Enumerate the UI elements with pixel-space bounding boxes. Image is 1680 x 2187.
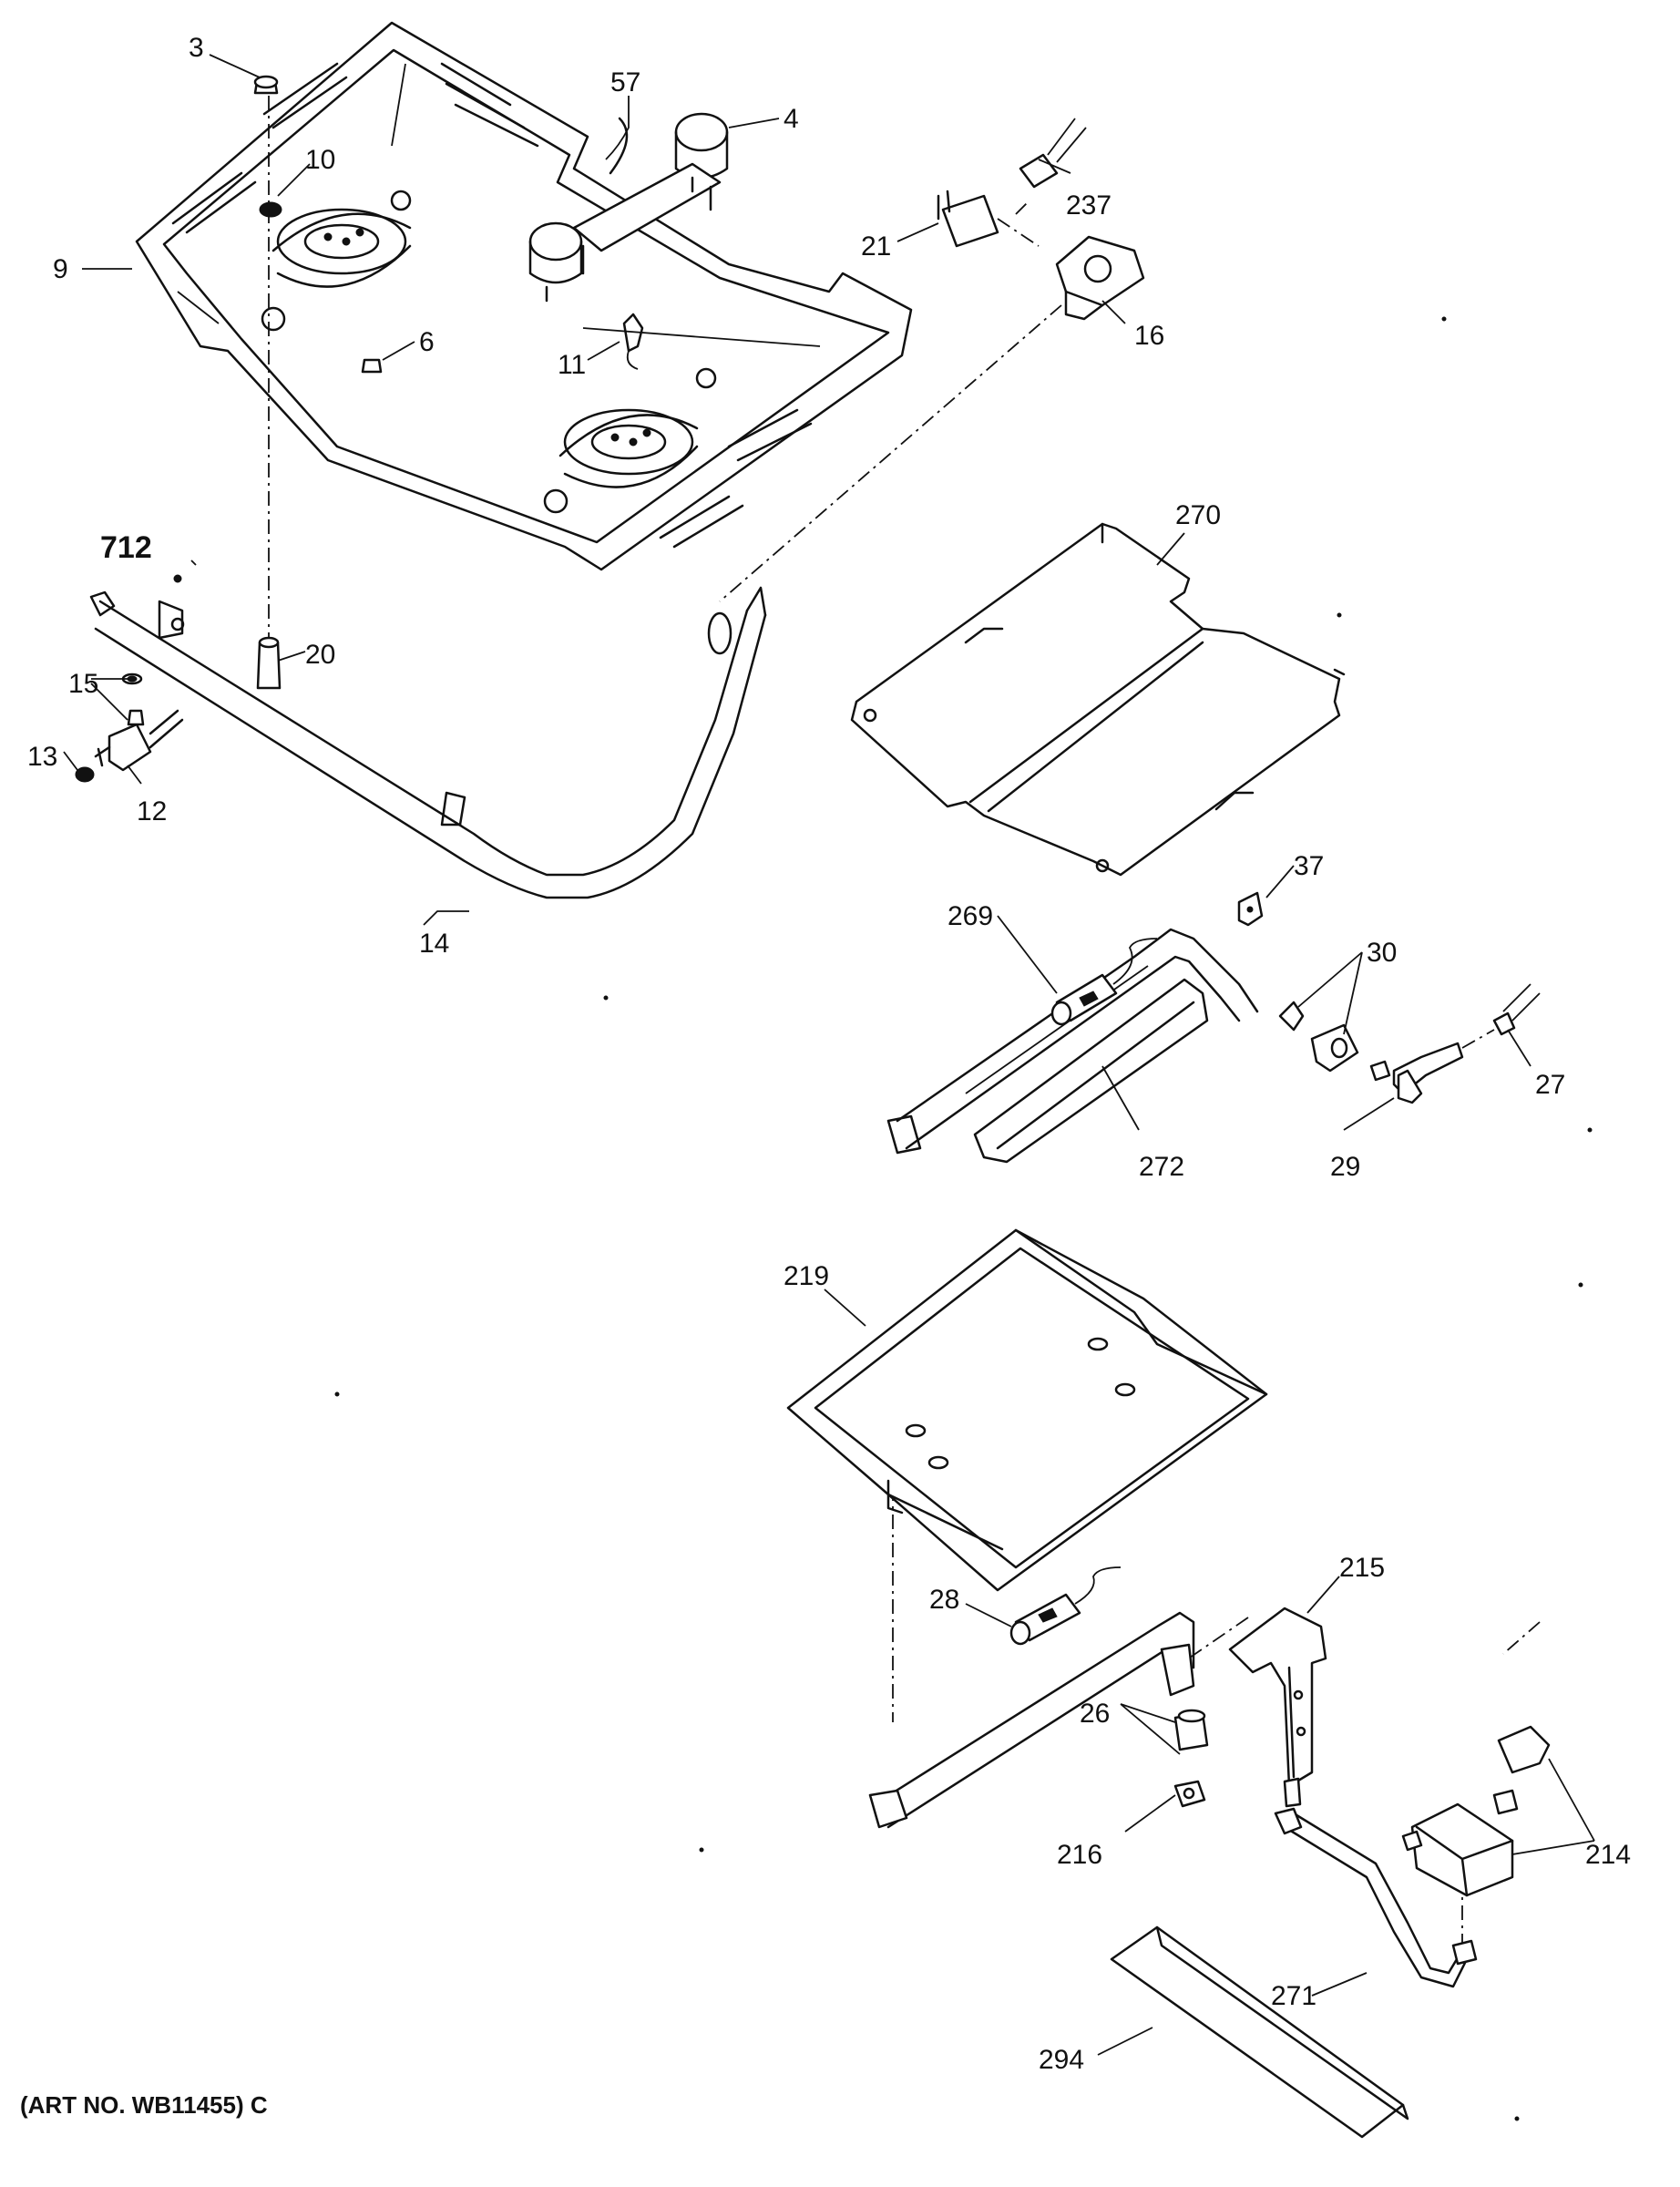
igniter-assembly [528, 112, 729, 303]
label-3: 3 [189, 33, 204, 63]
label-12: 12 [137, 796, 167, 827]
label-14: 14 [419, 929, 449, 959]
label-57: 57 [610, 67, 640, 98]
burner-tray [135, 21, 913, 571]
valve-and-fittings [937, 118, 1145, 321]
label-9: 9 [53, 254, 68, 284]
manifold-pipe [75, 574, 767, 899]
label-27: 27 [1535, 1070, 1565, 1100]
label-269: 269 [948, 901, 993, 931]
art-number-caption: (ART NO. WB11455) C [20, 2091, 268, 2119]
label-28: 28 [929, 1585, 959, 1615]
specks [334, 316, 1593, 2121]
label-237: 237 [1066, 190, 1111, 221]
leader-lines [63, 54, 1595, 2056]
label-30: 30 [1367, 938, 1397, 968]
broiler-pan [786, 1228, 1268, 1592]
label-271: 271 [1271, 1981, 1316, 2011]
broil-burner-assembly [868, 1566, 1327, 1829]
heat-shield-plate [850, 522, 1346, 877]
label-15: 15 [68, 669, 98, 699]
label-13: 13 [27, 742, 57, 772]
label-219: 219 [784, 1261, 829, 1291]
label-6: 6 [419, 327, 435, 357]
label-214: 214 [1585, 1840, 1631, 1870]
label-21: 21 [861, 231, 891, 262]
label-216: 216 [1057, 1840, 1102, 1870]
label-10: 10 [305, 145, 335, 175]
label-272: 272 [1139, 1152, 1184, 1182]
label-215: 215 [1339, 1553, 1385, 1583]
assembly-lines [268, 96, 1541, 1946]
part-labels: 3 57 4 10 9 237 21 16 6 11 712 20 15 13 … [27, 33, 1631, 2075]
label-29: 29 [1330, 1152, 1360, 1182]
label-294: 294 [1039, 2045, 1084, 2075]
valve-tube-shield [1110, 1725, 1551, 2139]
label-26: 26 [1080, 1699, 1110, 1729]
label-16: 16 [1134, 321, 1164, 351]
oven-burner-assembly [886, 891, 1541, 1164]
label-11: 11 [558, 350, 586, 380]
label-270: 270 [1175, 500, 1221, 530]
label-20: 20 [305, 640, 335, 670]
label-4: 4 [784, 104, 799, 134]
small-fasteners [253, 75, 644, 374]
label-712: 712 [100, 530, 152, 565]
label-37: 37 [1294, 851, 1324, 881]
